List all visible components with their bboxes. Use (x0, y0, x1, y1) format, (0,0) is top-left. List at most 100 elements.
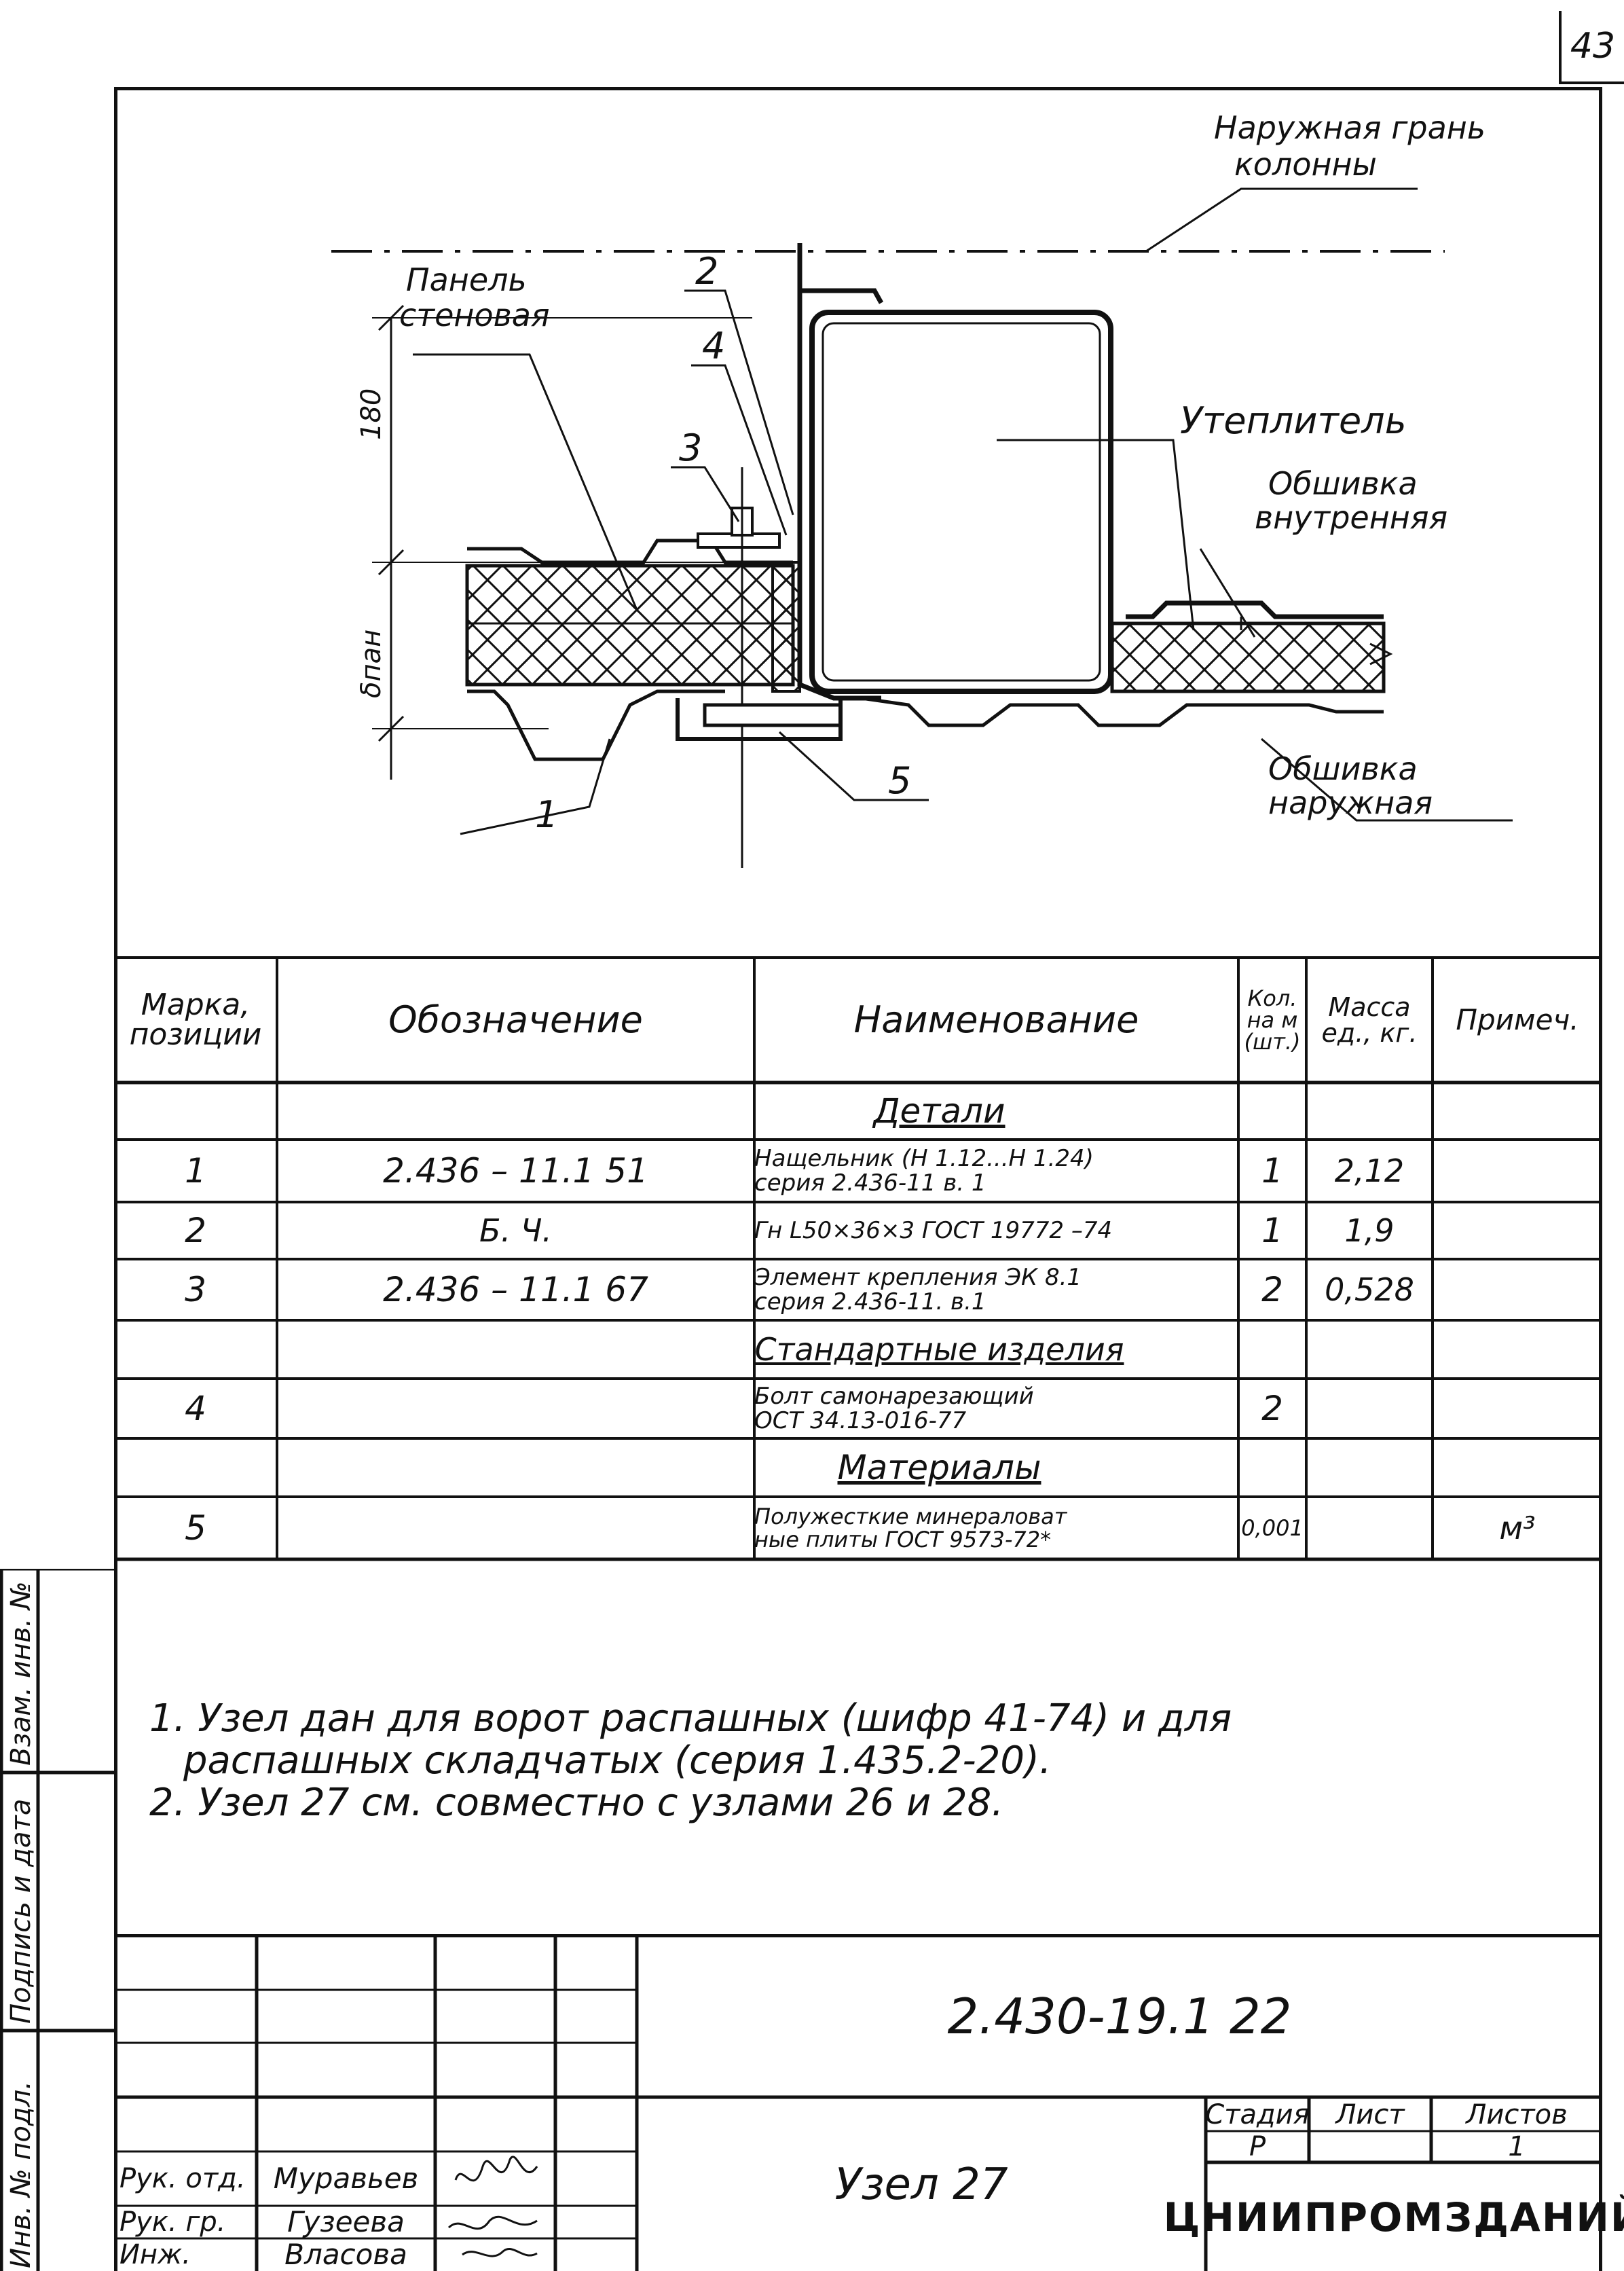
batten-pos1 (676, 698, 843, 741)
insulation-pos5 (771, 561, 801, 693)
sheet-number-box: 43 (1559, 11, 1624, 84)
sheets-header: Листов (1466, 2099, 1568, 2130)
leader-lines (413, 289, 1513, 835)
note-line-2: распашных складчатых (серия 1.435.2-20). (183, 1739, 1052, 1783)
title-block-grid (114, 1934, 1602, 2271)
left-strip-sign: Подпись и дата (5, 1798, 37, 2024)
header-qty-line3: (шт.) (1244, 1029, 1301, 1055)
row4-qty: 2 (1261, 1389, 1283, 1428)
row3-designation: 2.436 – 11.1 67 (383, 1270, 648, 1309)
pos-3: 3 (679, 426, 702, 469)
name-1: Муравьев (273, 2162, 419, 2195)
row4-name-line1: Болт самонарезающий (754, 1383, 1034, 1410)
header-mark-line1: Марка, (141, 987, 251, 1022)
row2-qty: 1 (1261, 1211, 1283, 1250)
label-outer-face-2: колонны (1234, 146, 1377, 183)
wall-panel-left (465, 539, 795, 761)
label-insulation: Утеплитель (1180, 399, 1407, 442)
row1-qty: 1 (1261, 1151, 1283, 1191)
row1-mark: 1 (185, 1151, 206, 1191)
main-frame (114, 87, 1602, 2271)
row5-qty: 0,001 (1241, 1515, 1304, 1541)
pos-1: 1 (535, 793, 558, 836)
label-inner-sheathing-1: Обшивка (1268, 465, 1418, 502)
row3-qty: 2 (1261, 1270, 1283, 1309)
column-tube (809, 310, 1113, 694)
row3-name-line2: серия 2.436-11. в.1 (754, 1288, 986, 1315)
row5-note: м³ (1499, 1510, 1536, 1546)
outer-face-leader (1145, 187, 1418, 253)
row2-name: Гн L50×36×3 ГОСТ 19772 –74 (754, 1217, 1113, 1244)
label-outer-face-1: Наружная грань (1214, 109, 1485, 146)
pos-5: 5 (888, 759, 911, 802)
sheet-value (1309, 2131, 1431, 2162)
notes: 1. Узел дан для ворот распашных (шифр 41… (149, 1698, 1575, 1824)
pos-4: 4 (702, 325, 725, 367)
section-standard: Стандартные изделия (754, 1331, 1124, 1368)
row2-mark: 2 (185, 1211, 206, 1250)
row4-name: Болт самонарезающий ОСТ 34.13-016-77 (754, 1379, 1124, 1438)
node-drawing: Наружная грань колонны Панель стеновая У… (331, 109, 1513, 868)
header-mark-line2: позиции (129, 1017, 262, 1052)
role-3: Инж. (119, 2239, 191, 2270)
stage-value: Р (1249, 2131, 1266, 2162)
organization: ЦНИИПРОМЗДАНИЙ (1163, 2194, 1624, 2240)
header-qty-line2: на м (1247, 1007, 1298, 1033)
row5-name-line1: Полужесткие минераловат (754, 1504, 1067, 1529)
section-materials: Материалы (837, 1448, 1041, 1487)
row5-mark: 5 (185, 1508, 206, 1548)
name-2: Гузеева (287, 2205, 405, 2238)
wall-panel-right (860, 600, 1393, 727)
header-mark: Марка, позиции (114, 958, 277, 1083)
angle-pos2 (797, 243, 884, 701)
left-strip-grid (0, 1569, 117, 2271)
row2-designation: Б. Ч. (479, 1212, 552, 1249)
header-qty-line1: Кол. (1247, 985, 1297, 1011)
row3-mark: 3 (185, 1270, 206, 1309)
bolt-pos4 (697, 467, 843, 868)
row2-mass: 1,9 (1344, 1212, 1395, 1249)
sheet-number: 43 (1570, 26, 1616, 67)
sheets-value: 1 (1508, 2131, 1526, 2162)
label-outer-sheathing-2: наружная (1268, 784, 1433, 821)
stage-header: Стадия (1205, 2099, 1310, 2130)
role-2: Рук. гр. (119, 2206, 226, 2238)
dimension-lines (372, 304, 752, 780)
header-mass-line2: ед., кг. (1321, 1018, 1418, 1048)
section-details: Детали (873, 1091, 1005, 1131)
row3-name-line1: Элемент крепления ЭК 8.1 (754, 1264, 1082, 1291)
note-line-3: 2. Узел 27 см. совместно с узлами 26 и 2… (149, 1781, 1004, 1825)
header-designation: Обозначение (388, 998, 643, 1041)
row4-mark: 4 (185, 1389, 206, 1428)
header-name: Наименование (853, 998, 1139, 1041)
row1-name: Нащельник (Н 1.12...Н 1.24) серия 2.436-… (754, 1140, 1124, 1202)
row1-designation: 2.436 – 11.1 51 (383, 1151, 648, 1191)
header-qty: Кол. на м (шт.) (1238, 958, 1306, 1083)
row3-mass: 0,528 (1325, 1271, 1414, 1308)
row1-name-line1: Нащельник (Н 1.12...Н 1.24) (754, 1145, 1094, 1172)
drawing-code: 2.430-19.1 22 (947, 1988, 1292, 2045)
drawing-title: Узел 27 (834, 2160, 1008, 2210)
name-3: Власова (284, 2238, 407, 2271)
dim-180: 180 (356, 388, 387, 440)
label-panel-2: стеновая (399, 297, 550, 333)
header-note: Примеч. (1456, 1003, 1579, 1036)
header-mass-line1: Масса (1328, 992, 1411, 1022)
row4-name-line2: ОСТ 34.13-016-77 (754, 1407, 967, 1434)
dim-panel: δпан (356, 630, 387, 698)
role-1: Рук. отд. (119, 2163, 246, 2194)
row5-name-line2: ные плиты ГОСТ 9573-72* (754, 1527, 1052, 1552)
left-strip-inv: Инв. № подл. (5, 2081, 37, 2268)
header-mass: Масса ед., кг. (1306, 958, 1433, 1083)
label-outer-sheathing-1: Обшивка (1268, 750, 1418, 787)
signatures (447, 2156, 538, 2257)
spec-table-grid (114, 956, 1602, 1561)
note-line-1: 1. Узел дан для ворот распашных (шифр 41… (149, 1696, 1232, 1741)
row1-name-line2: серия 2.436-11 в. 1 (754, 1169, 986, 1197)
label-inner-sheathing-2: внутренняя (1255, 499, 1447, 536)
row5-name: Полужесткие минераловат ные плиты ГОСТ 9… (754, 1497, 1124, 1559)
row1-mass: 2,12 (1334, 1152, 1405, 1189)
sheet-header: Лист (1335, 2099, 1405, 2130)
row3-name: Элемент крепления ЭК 8.1 серия 2.436-11.… (754, 1259, 1124, 1320)
label-panel-1: Панель (406, 261, 527, 298)
